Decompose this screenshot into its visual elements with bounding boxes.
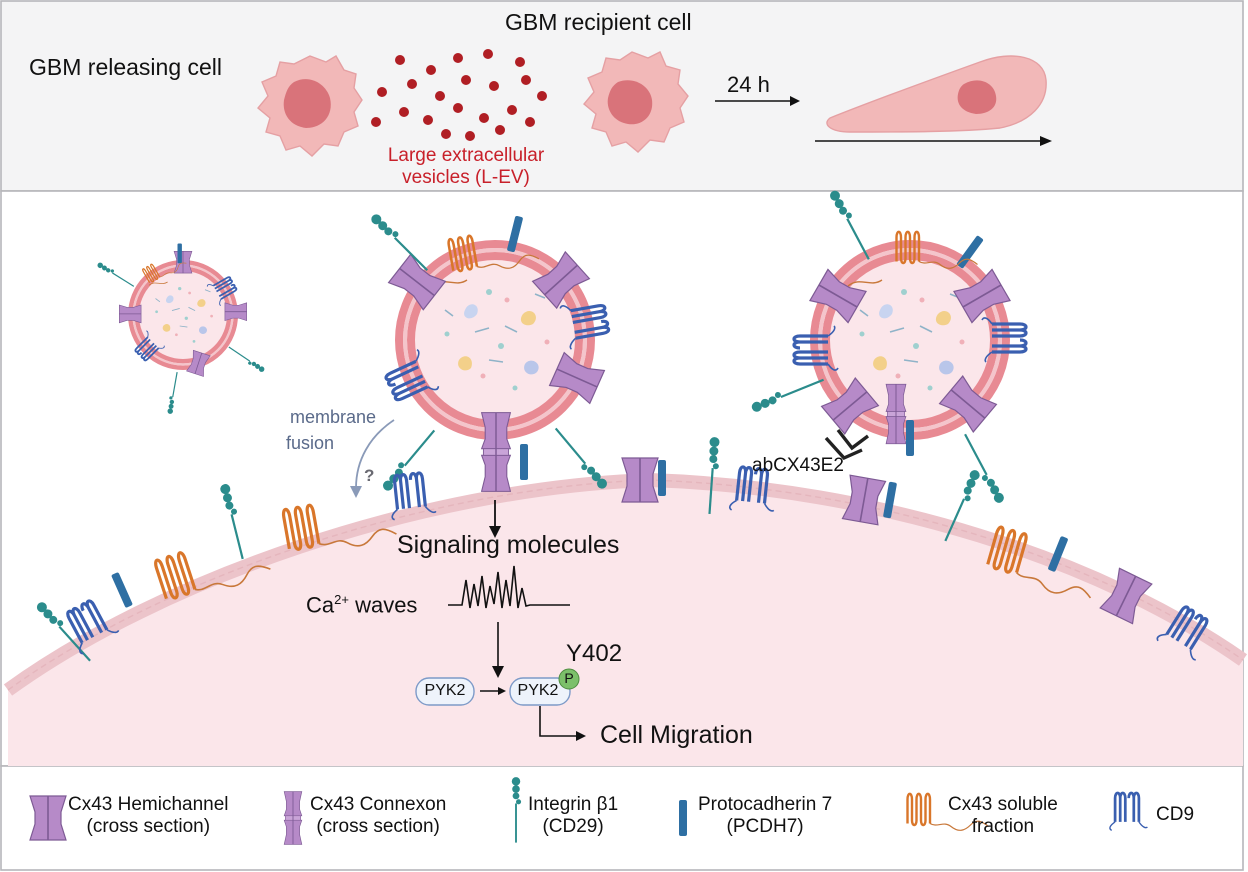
time-label: 24 h: [727, 72, 770, 97]
antibody-icon: [824, 428, 870, 461]
pyk2-pill: [415, 677, 475, 706]
recipient-cell-label: GBM recipient cell: [505, 9, 692, 35]
pyk2-arrow: [480, 687, 506, 695]
signaling-label: Signaling molecules: [397, 531, 620, 559]
legend-pcdh-icon: [679, 800, 687, 836]
calcium-wave-trace: [448, 565, 570, 609]
signaling-arrow: [489, 500, 501, 538]
y402-label: Y402: [566, 640, 623, 667]
lev-label-line2: vesicles (L-EV): [402, 167, 530, 188]
migration-arrow: [539, 706, 586, 741]
pyk2-label: PYK2: [424, 682, 466, 699]
membrane-fusion-line1: membrane: [289, 407, 377, 427]
cell-migration-label: Cell Migration: [600, 721, 753, 749]
calcium-waves-label: Ca2+ waves: [306, 592, 418, 618]
releasing-cell-shape: [257, 55, 363, 157]
legend-hemichannel-icon: [29, 795, 67, 841]
legend-connexon: Cx43 Connexon (cross section): [310, 794, 447, 837]
pyk2-phospho-label: PYK2: [517, 682, 559, 699]
antibody-label: abCX43E2: [752, 455, 844, 476]
legend-cd9: CD9: [1156, 804, 1195, 825]
legend-hemichannel: Cx43 Hemichannel (cross section): [68, 794, 229, 837]
connexon-fusion-site: [480, 411, 512, 493]
arrow-24h: [715, 96, 800, 106]
membrane-fusion-line2: fusion: [286, 433, 335, 453]
phospho-label: P: [564, 670, 574, 686]
phospho-badge: [558, 668, 580, 690]
recipient-cytoplasm: [8, 480, 1243, 766]
legend-soluble: Cx43 soluble fraction: [948, 794, 1058, 837]
calcium-arrow: [492, 622, 504, 678]
recipient-cell-shape: [583, 51, 689, 153]
migration-direction-arrow: [815, 136, 1052, 146]
lev-label-line1: Large extracellular: [387, 145, 545, 166]
membrane-fusion-arrow: [350, 419, 395, 498]
releasing-cell-label: GBM releasing cell: [29, 54, 223, 80]
pyk2-phospho-pill: [509, 677, 571, 706]
vesicle-dots: [371, 49, 547, 141]
migrating-cell-shape: [826, 55, 1047, 133]
legend-connexon-icon: [283, 791, 303, 845]
legend-pcdh: Protocadherin 7 (PCDH7): [698, 794, 833, 837]
membrane-fusion-label: membrane fusion: [268, 404, 398, 456]
lev-label: Large extracellular vesicles (L-EV): [358, 145, 574, 189]
legend-integrin: Integrin β1 (CD29): [528, 794, 619, 837]
question-mark: ?: [364, 466, 375, 485]
